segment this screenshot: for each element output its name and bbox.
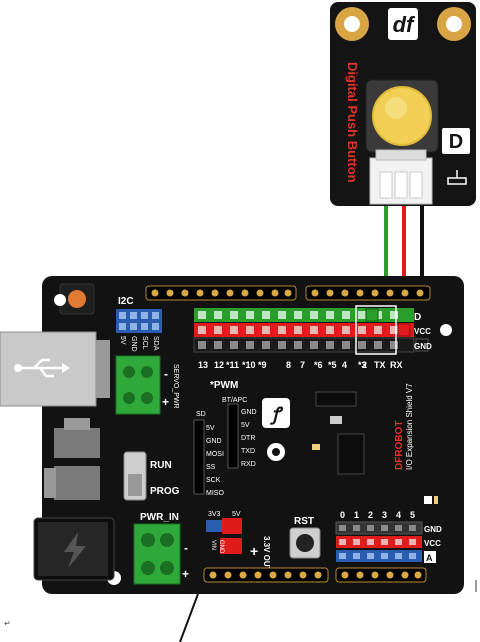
svg-text:5V: 5V [206, 425, 215, 432]
pointer-line [179, 593, 199, 642]
svg-text:VIN: VIN [210, 540, 216, 550]
bottom-header-left [203, 567, 329, 583]
expansion-board: I2C 5V GND SCL SDA [0, 276, 464, 594]
push-button-module: df Digital Push Button D [330, 2, 476, 206]
pin2-highlight [355, 305, 397, 355]
pin-icon [447, 177, 467, 185]
gear-icon [267, 443, 285, 461]
svg-text:5: 5 [410, 510, 415, 520]
digital-pin-numbers: 13 12 *11 *10 *9 8 7 *6 *5 4 *3 2 TX RX [198, 360, 403, 370]
v33-label: 3V3 [208, 511, 221, 518]
svg-text:5V: 5V [119, 336, 126, 345]
svg-text:-: - [164, 367, 168, 381]
svg-text:*5: *5 [328, 360, 337, 370]
row-label-gnd: GND [414, 342, 432, 351]
svg-text:MOSI: MOSI [206, 451, 224, 458]
v33-out-label: 3.3V OUT [262, 536, 271, 572]
svg-text:↵: ↵ [4, 619, 11, 628]
run-label: RUN [150, 460, 172, 471]
lightning-icon [64, 532, 86, 568]
brand: DFROBOT [394, 421, 405, 470]
bottom-header-right [335, 567, 427, 583]
svg-text:GND: GND [424, 525, 442, 534]
svg-text:MISO: MISO [206, 490, 224, 497]
svg-text:GND: GND [130, 336, 137, 352]
pin-type-badge [442, 128, 470, 154]
i2c-header [116, 309, 162, 333]
svg-text:8: 8 [286, 360, 291, 370]
v5-label: 5V [232, 511, 241, 518]
svg-text:7: 7 [300, 360, 305, 370]
svg-text:*9: *9 [258, 360, 267, 370]
svg-text:+: + [250, 543, 258, 559]
svg-text:2: 2 [362, 360, 367, 370]
svg-text:4: 4 [342, 360, 347, 370]
df-logo-text: df [393, 12, 416, 37]
pwm-label: *PWM [210, 380, 238, 391]
sd-header [193, 419, 205, 495]
top-header-strip [145, 285, 431, 301]
svg-text:0: 0 [340, 510, 345, 520]
svg-text:TX: TX [374, 360, 386, 370]
svg-text:-: - [184, 541, 188, 555]
bt-label: BT/APC [222, 397, 247, 404]
svg-text:*6: *6 [314, 360, 323, 370]
svg-text:SDA: SDA [152, 336, 159, 351]
analog-pin-numbers: 0 1 2 3 4 5 [340, 510, 415, 520]
sd-label: SD [196, 411, 206, 418]
svg-text:SS: SS [206, 464, 216, 471]
rst-label: RST [294, 516, 314, 527]
svg-text:A: A [426, 553, 433, 563]
svg-text:GND: GND [206, 438, 222, 445]
digital-header [193, 305, 429, 355]
svg-text:DTR: DTR [241, 435, 255, 442]
row-label-vcc: VCC [414, 327, 431, 336]
svg-text:*11: *11 [226, 360, 239, 370]
svg-text:GND: GND [241, 409, 257, 416]
svg-text:SCK: SCK [206, 477, 221, 484]
prog-label: PROG [150, 486, 180, 497]
svg-text:GND: GND [218, 540, 224, 554]
svg-text:TXD: TXD [241, 448, 255, 455]
module-title: Digital Push Button [345, 62, 360, 183]
svg-text:RX: RX [390, 360, 403, 370]
svg-text:+: + [182, 567, 189, 581]
chip [315, 391, 357, 407]
svg-text:ꝭ: ꝭ [270, 404, 284, 425]
svg-text:1: 1 [354, 510, 359, 520]
pwr-in-label: PWR_IN [140, 512, 179, 523]
pin-type-letter: D [449, 131, 463, 153]
bt-header [227, 403, 239, 469]
svg-text:4: 4 [396, 510, 401, 520]
svg-text:13: 13 [198, 360, 208, 370]
brand-sub: I/O Expansion Shield V7 [405, 383, 414, 470]
svg-text:VCC: VCC [424, 539, 441, 548]
df-logo [388, 8, 418, 40]
row-label-d: D [414, 312, 421, 323]
servo-power-terminal [115, 355, 161, 415]
svg-text:3: 3 [382, 510, 387, 520]
svg-text:2: 2 [368, 510, 373, 520]
svg-text:12: 12 [214, 360, 224, 370]
board-logo [262, 398, 290, 428]
svg-text:+: + [162, 395, 169, 409]
svg-text:5V: 5V [241, 422, 250, 429]
svg-text:*10: *10 [242, 360, 256, 370]
svg-text:SCL: SCL [141, 336, 148, 350]
svg-text:RXD: RXD [241, 461, 256, 468]
usb-icon [22, 358, 62, 378]
servo-label: SERVO_PWR [172, 364, 179, 409]
reset-button-top [68, 290, 86, 308]
pwr-in-terminal [133, 523, 181, 585]
i2c-label: I2C [118, 296, 134, 307]
svg-text:*3: *3 [358, 360, 367, 370]
analog-header [335, 521, 423, 562]
